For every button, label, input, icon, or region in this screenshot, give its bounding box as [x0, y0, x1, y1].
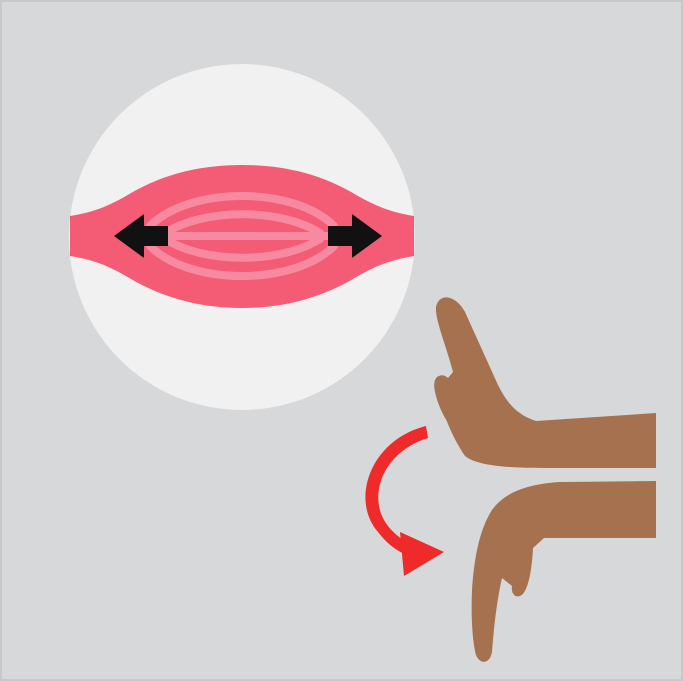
motion-arrow-head-icon [400, 532, 444, 576]
wrist-flexion-icon [365, 297, 656, 662]
lower-hand [472, 481, 656, 662]
muscle-stretch-icon [69, 64, 415, 410]
lower-finger [511, 556, 530, 594]
upper-hand [436, 297, 656, 468]
motion-arrow-curve [365, 426, 428, 556]
